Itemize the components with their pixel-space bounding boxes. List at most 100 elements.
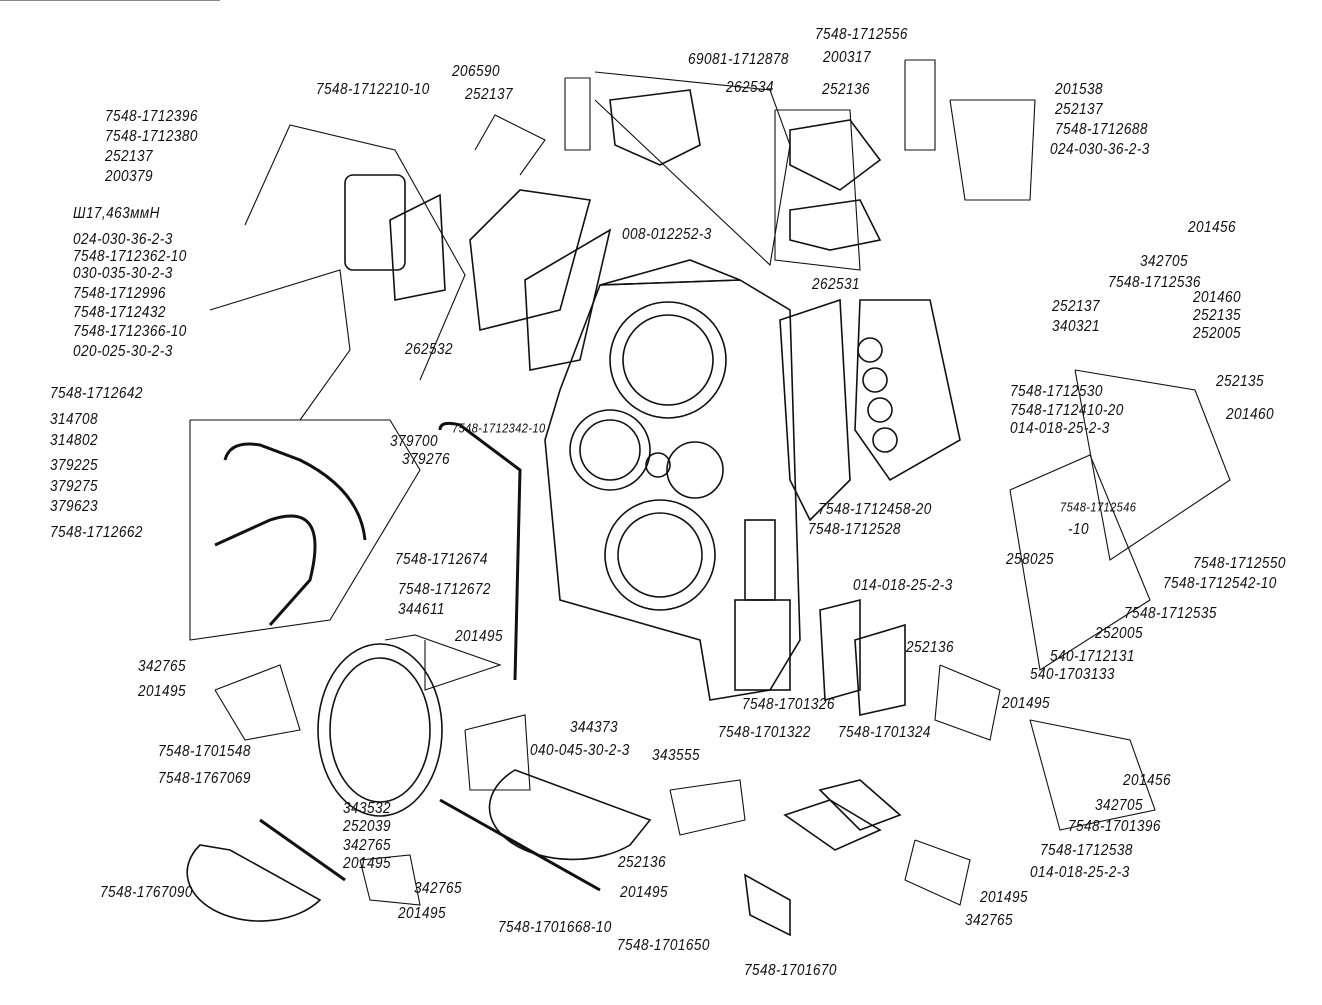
part-label: 7548-1712458-20: [818, 501, 932, 518]
part-label: 014-018-25-2-3: [1030, 864, 1130, 881]
part-label: 7548-1712688: [1055, 121, 1148, 138]
part-label: 7548-1712672: [398, 581, 491, 598]
part-label: 7548-1712536: [1108, 274, 1201, 291]
part-label: 342705: [1095, 797, 1143, 814]
part-label: 7548-1712642: [50, 385, 143, 402]
part-label: 7548-1712380: [105, 128, 198, 145]
part-label: 344611: [398, 601, 445, 618]
part-label: 342765: [414, 880, 462, 897]
part-label: 7548-1712432: [73, 304, 166, 321]
part-label: 343555: [652, 747, 700, 764]
part-label: 342765: [343, 837, 391, 854]
covers: [186, 89, 906, 937]
part-label: 7548-1712210-10: [316, 81, 430, 98]
part-label: 201456: [1123, 772, 1171, 789]
part-label: 258025: [1006, 551, 1054, 568]
part-label: 7548-1701396: [1068, 818, 1161, 835]
part-label: 7548-1712342-10: [452, 420, 546, 436]
part-label: 252136: [906, 639, 954, 656]
part-label: 342765: [138, 658, 186, 675]
part-label: 7548-1701322: [718, 724, 811, 741]
part-label: 7548-1712674: [395, 551, 488, 568]
part-label: 252005: [1193, 325, 1241, 342]
part-label: 7548-1767069: [158, 770, 251, 787]
part-label: 342705: [1140, 253, 1188, 270]
part-label: 379275: [50, 478, 98, 495]
part-label: -10: [1068, 521, 1089, 538]
part-label: 7548-1712530: [1010, 383, 1103, 400]
part-label: 540-1712131: [1050, 648, 1135, 665]
part-label: 252135: [1193, 307, 1241, 324]
part-label: 7548-1767090: [100, 884, 193, 901]
part-label: 379700: [390, 433, 438, 450]
part-label: 7548-1712556: [815, 26, 908, 43]
part-label: 262531: [812, 276, 860, 293]
part-label: 7548-1712366-10: [73, 323, 187, 340]
part-label: 008-012252-3: [622, 226, 712, 243]
part-label: 379276: [402, 451, 450, 468]
part-label: 206590: [452, 63, 500, 80]
part-label: 342765: [965, 912, 1013, 929]
part-label: 7548-1712362-10: [73, 248, 187, 265]
part-label: 201495: [980, 889, 1028, 906]
part-label: 314708: [50, 411, 98, 428]
part-label: 7548-1712662: [50, 524, 143, 541]
part-label: 201495: [398, 905, 446, 922]
part-label: 262534: [726, 79, 774, 96]
part-label: 040-045-30-2-3: [530, 742, 630, 759]
part-label: 314802: [50, 432, 98, 449]
part-label: 252005: [1095, 625, 1143, 642]
part-label: 201460: [1226, 406, 1274, 423]
part-label: 201495: [455, 628, 503, 645]
part-label: 201460: [1193, 289, 1241, 306]
part-label: 020-025-30-2-3: [73, 343, 173, 360]
part-label: 7548-1712550: [1193, 555, 1286, 572]
part-label: 7548-1712410-20: [1010, 402, 1124, 419]
part-label: 200317: [823, 49, 871, 66]
part-label: 540-1703133: [1030, 666, 1115, 683]
valve-body-left: [469, 189, 612, 371]
part-label: 252135: [1216, 373, 1264, 390]
part-label: 201538: [1055, 81, 1103, 98]
part-label: 201495: [343, 855, 391, 872]
part-label: 7548-1712996: [73, 285, 166, 302]
part-label: 7548-1701650: [617, 937, 710, 954]
part-label: 252039: [343, 818, 391, 835]
part-label: 014-018-25-2-3: [1010, 420, 1110, 437]
part-label: 340321: [1052, 318, 1100, 335]
part-label: 024-030-36-2-3: [1050, 141, 1150, 158]
part-label: 7548-1712542-10: [1163, 575, 1277, 592]
pipes: [214, 421, 601, 892]
part-label: 7548-1712528: [808, 521, 901, 538]
part-label: 344373: [570, 719, 618, 736]
part-label: 69081-1712878: [688, 51, 789, 68]
part-label: 7548-1701668-10: [498, 919, 612, 936]
part-label: 252136: [618, 854, 666, 871]
part-label: 201495: [1002, 695, 1050, 712]
part-label: Ш17,463ммН: [73, 205, 160, 222]
part-label: 252137: [105, 148, 153, 165]
part-label: 252136: [822, 81, 870, 98]
part-label: 7548-1701326: [742, 696, 835, 713]
leader-lines: [0, 0, 1231, 906]
part-label: 014-018-25-2-3: [853, 577, 953, 594]
part-label: 201495: [620, 884, 668, 901]
part-label: 262532: [405, 341, 453, 358]
part-label: 024-030-36-2-3: [73, 231, 173, 248]
valve-body-right: [779, 298, 961, 522]
part-label: 252137: [465, 86, 513, 103]
part-label: 379623: [50, 498, 98, 515]
part-label: 030-035-30-2-3: [73, 265, 173, 282]
part-label: 200379: [105, 168, 153, 185]
part-label: 379225: [50, 457, 98, 474]
part-label: 7548-1712538: [1040, 842, 1133, 859]
part-label: 7548-1712546: [1060, 499, 1137, 515]
part-label: 343532: [343, 800, 391, 817]
part-label: 7548-1712396: [105, 108, 198, 125]
part-label: 7548-1701324: [838, 724, 931, 741]
part-label: 252137: [1055, 101, 1103, 118]
part-label: 7548-1701670: [744, 962, 837, 979]
part-label: 201495: [138, 683, 186, 700]
